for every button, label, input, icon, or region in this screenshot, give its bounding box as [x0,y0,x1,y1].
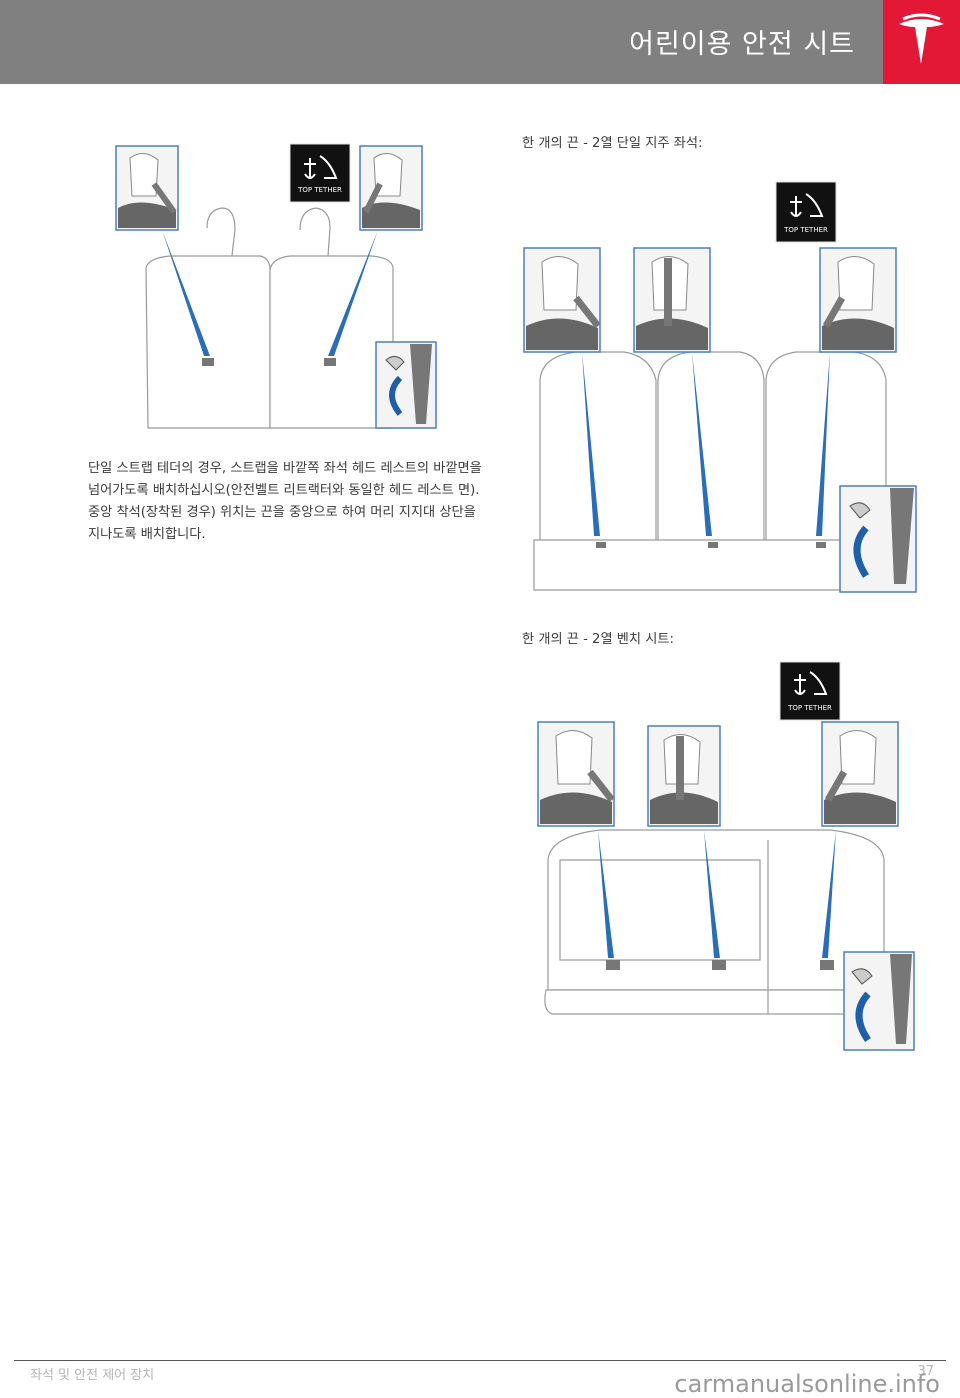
page-number: 37 [917,1364,934,1379]
header-bar: 어린이용 안전 시트 [0,0,883,84]
anchor-right [324,358,336,366]
footer-divider [14,1360,946,1361]
top-tether-label: TOP TETHER [787,704,832,712]
top-tether-badge [289,143,351,203]
anchor-left [202,358,214,366]
figure-bench-seat: TOP TETHER [530,660,920,1055]
instruction-text: 단일 스트랩 테더의 경우, 스트랩을 바깥쪽 좌석 헤드 레스트의 바깥면을 … [88,461,482,542]
tesla-logo-icon [899,13,944,64]
top-tether-badge [779,661,841,721]
figure-single-post-seats: TOP TETHER [520,180,920,595]
caption-single-post-seat: 한 개의 끈 - 2열 단일 지주 좌석: [522,136,703,151]
tesla-logo [883,0,960,84]
watermark: carmanualsonline.info [674,1370,940,1398]
footer-section-name: 좌석 및 안전 제어 장치 [30,1368,155,1383]
figure-two-seat: TOP TETHER [110,138,440,433]
page-title: 어린이용 안전 시트 [629,29,855,60]
top-tether-label: TOP TETHER [783,226,828,234]
caption-bench-seat: 한 개의 끈 - 2열 벤치 시트: [522,632,674,647]
top-tether-badge [775,181,837,243]
top-tether-label: TOP TETHER [297,186,342,194]
